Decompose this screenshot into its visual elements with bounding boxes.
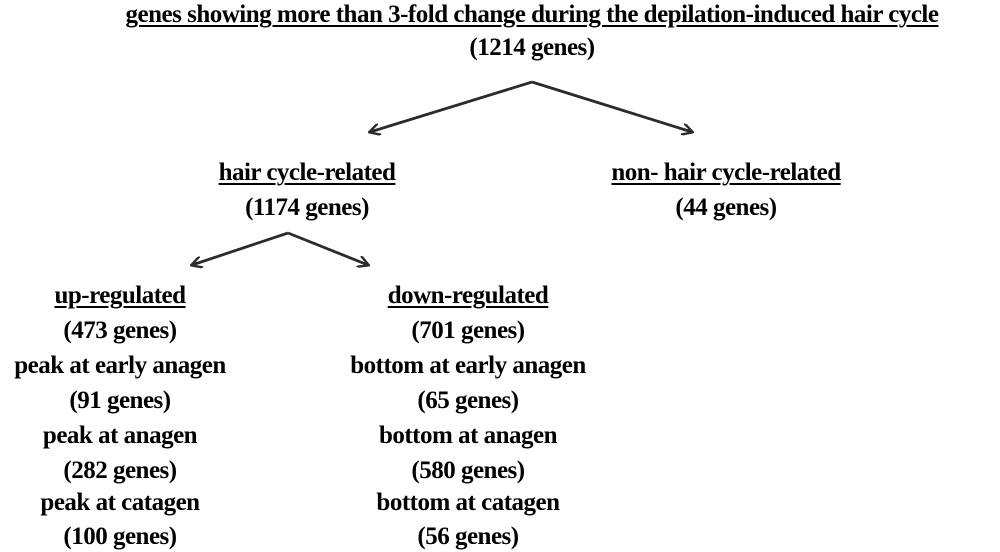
hair-cycle-related-count: (1174 genes) [245, 194, 369, 221]
non-hair-cycle-related-title: non- hair cycle-related [611, 159, 841, 186]
down-regulated-count: (701 genes) [411, 317, 525, 344]
hair-cycle-related-title: hair cycle-related [218, 159, 396, 186]
down-group-label: bottom at catagen [376, 489, 560, 516]
down-group-count: (56 genes) [417, 523, 519, 550]
down-group-label: bottom at early anagen [350, 352, 586, 379]
down-group-count: (65 genes) [417, 387, 519, 414]
up-group-label: peak at early anagen [14, 352, 226, 379]
arrow-to-up-regulated [192, 231, 289, 265]
up-group-count: (282 genes) [63, 457, 177, 484]
up-regulated-count: (473 genes) [63, 317, 177, 344]
non-hair-cycle-related-count: (44 genes) [675, 194, 777, 221]
up-group-count: (100 genes) [63, 523, 177, 550]
down-group-label: bottom at anagen [378, 422, 558, 449]
down-regulated-title: down-regulated [387, 282, 549, 309]
up-group-count: (91 genes) [69, 387, 171, 414]
up-group-label: peak at anagen [42, 422, 198, 449]
root-title: genes showing more than 3-fold change du… [125, 1, 939, 28]
root-count: (1214 genes) [469, 34, 595, 61]
arrow-to-hair-cycle-related [370, 80, 533, 132]
up-regulated-title: up-regulated [54, 282, 186, 309]
up-group-label: peak at catagen [40, 489, 200, 516]
arrow-to-non-hair-cycle-related [531, 80, 692, 132]
arrow-to-down-regulated [287, 231, 368, 265]
down-group-count: (580 genes) [411, 457, 525, 484]
